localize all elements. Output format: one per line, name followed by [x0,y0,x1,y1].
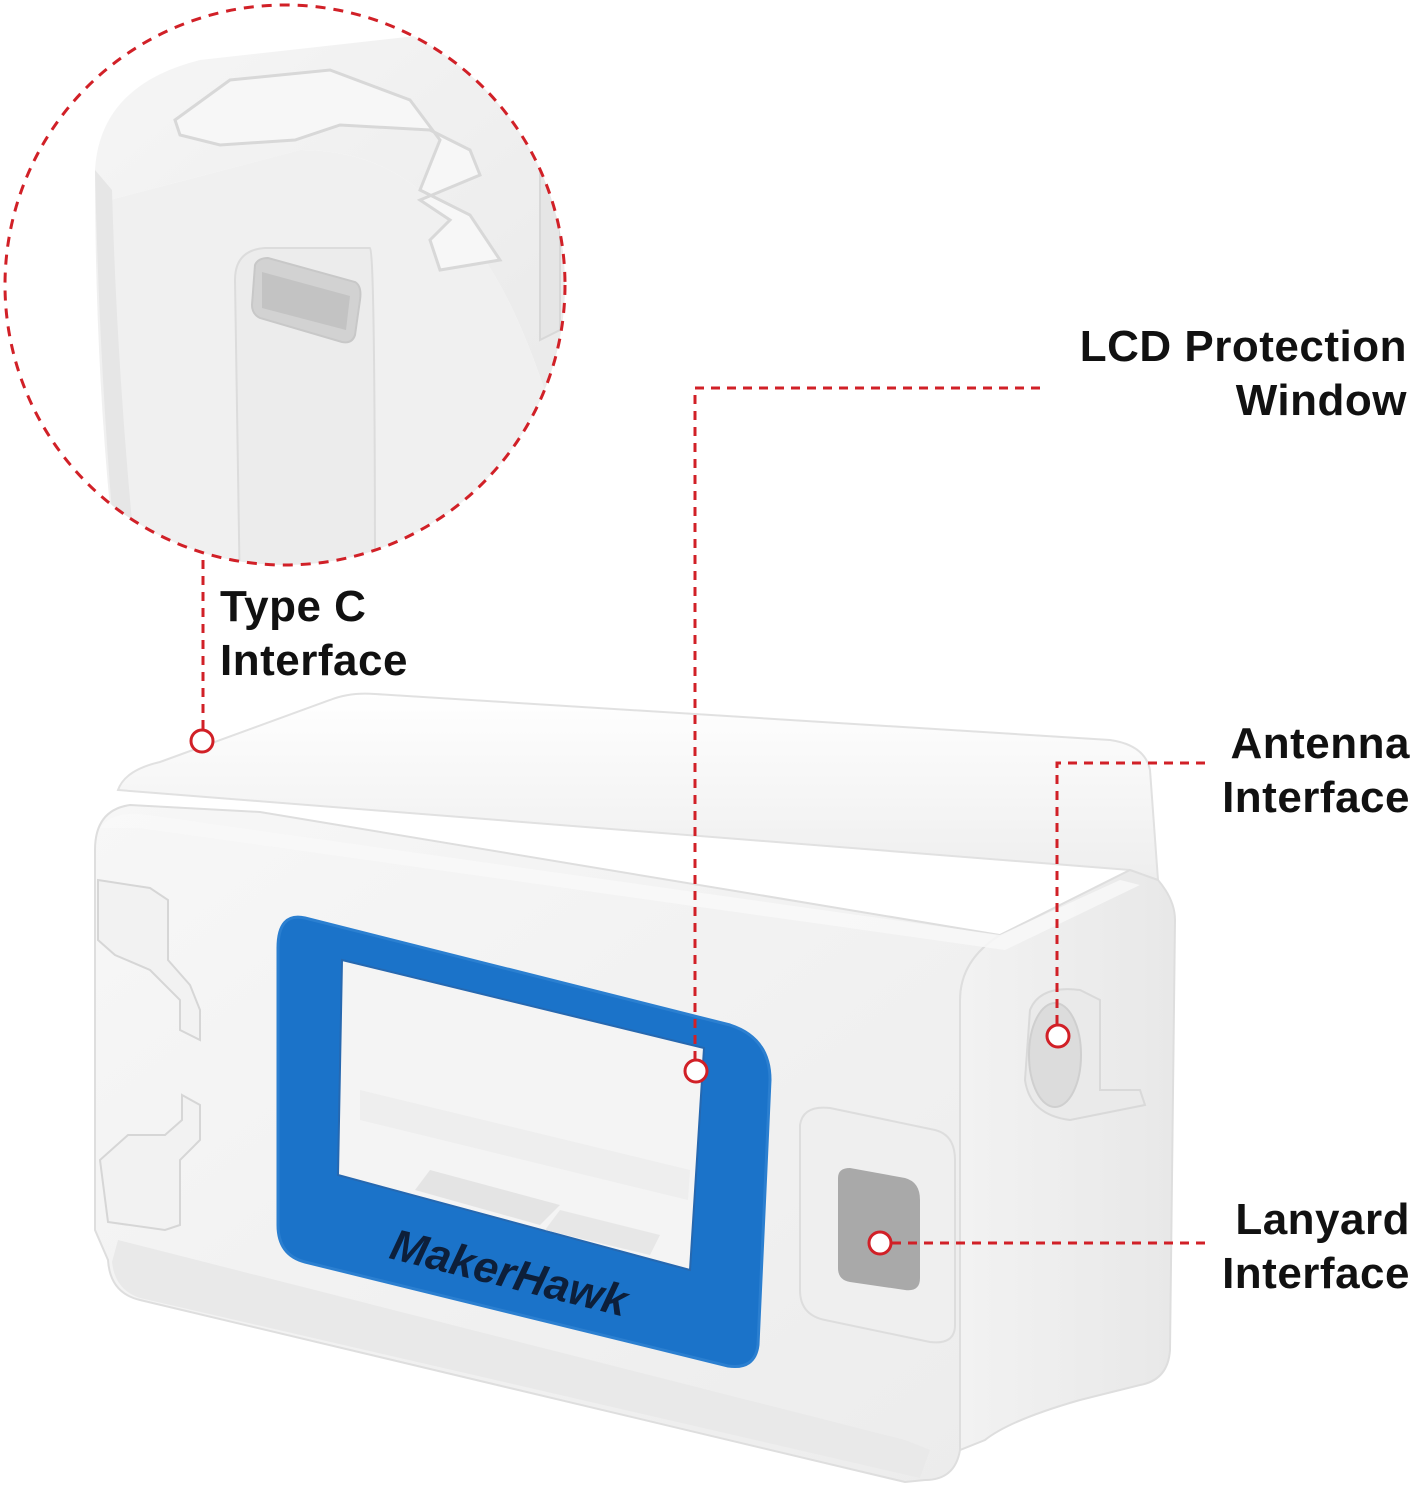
lanyard-hole [838,1168,920,1291]
lanyard-label: Lanyard Interface [1222,1193,1410,1301]
antenna-port [1028,1002,1082,1108]
antenna-label-line2: Interface [1222,773,1410,822]
lcd-anchor-ring [683,1058,709,1084]
type-c-anchor-ring [189,728,215,754]
antenna-label-line1: Antenna [1230,719,1410,768]
type-c-zoom-detail [3,3,567,567]
antenna-label: Antenna Interface [1222,717,1410,825]
antenna-leader-line [1055,761,1205,1035]
lcd-label-line1: LCD Protection [1079,322,1407,371]
device-case [94,692,1177,1484]
lcd-leader-line [693,386,1040,1070]
type-c-label: Type C Interface [220,580,408,688]
type-c-label-line2: Interface [220,636,408,685]
lcd-label: LCD Protection Window [1080,320,1407,428]
lanyard-anchor-ring [867,1230,893,1256]
left-emboss-upper [97,878,201,1042]
callout-leaders [201,386,1205,1245]
antenna-anchor-ring [1045,1023,1071,1049]
left-emboss-lower [98,1093,201,1232]
type-c-label-line1: Type C [220,582,367,631]
lcd-label-line2: Window [1235,376,1407,425]
lanyard-label-line2: Interface [1222,1249,1410,1298]
lanyard-label-line1: Lanyard [1235,1195,1410,1244]
